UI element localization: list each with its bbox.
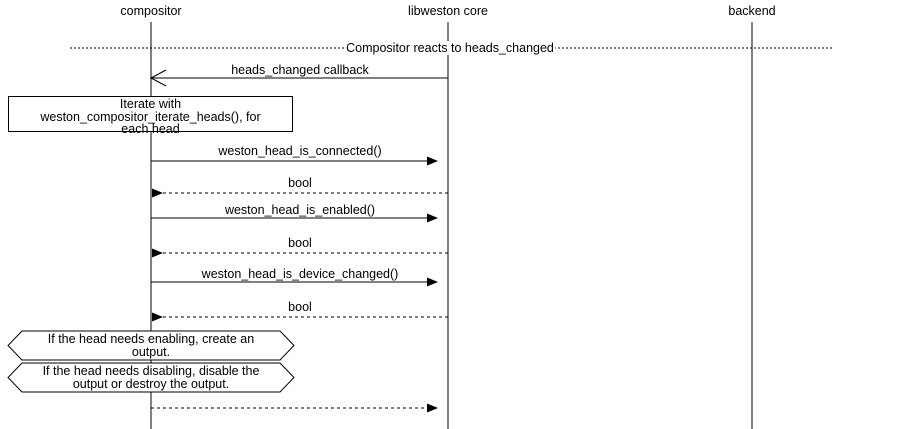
condition-disable-head-text: If the head needs disabling, disable the… [42, 364, 260, 391]
condition-enable-head: If the head needs enabling, create an ou… [8, 331, 294, 360]
divider-label: Compositor reacts to heads_changed [345, 41, 555, 55]
lifeline-header-compositor[interactable]: compositor [120, 4, 182, 18]
message-arrow-heads-changed-callback [149, 69, 448, 87]
message-label-weston-head-is-enabled: weston_head_is_enabled() [222, 203, 378, 217]
condition-enable-head-text: If the head needs enabling, create an ou… [47, 332, 255, 359]
note-iterate-heads: Iterate with weston_compositor_iterate_h… [8, 96, 293, 135]
message-label-heads-changed-callback: heads_changed callback [229, 63, 371, 77]
lifeline-header-libweston-core[interactable]: libweston core [408, 4, 488, 18]
condition-hexagon-outline-1 [7, 330, 295, 361]
message-label-bool-3: bool [286, 300, 314, 314]
lifeline-header-backend[interactable]: backend [728, 4, 776, 18]
condition-disable-head: If the head needs disabling, disable the… [8, 363, 294, 392]
message-label-bool-2: bool [286, 236, 314, 250]
message-label-bool-1: bool [286, 176, 314, 190]
condition-hexagon-outline-2 [7, 362, 295, 393]
message-label-weston-head-is-connected: weston_head_is_connected() [216, 144, 384, 158]
message-label-weston-head-is-device-changed: weston_head_is_device_changed() [199, 267, 401, 281]
